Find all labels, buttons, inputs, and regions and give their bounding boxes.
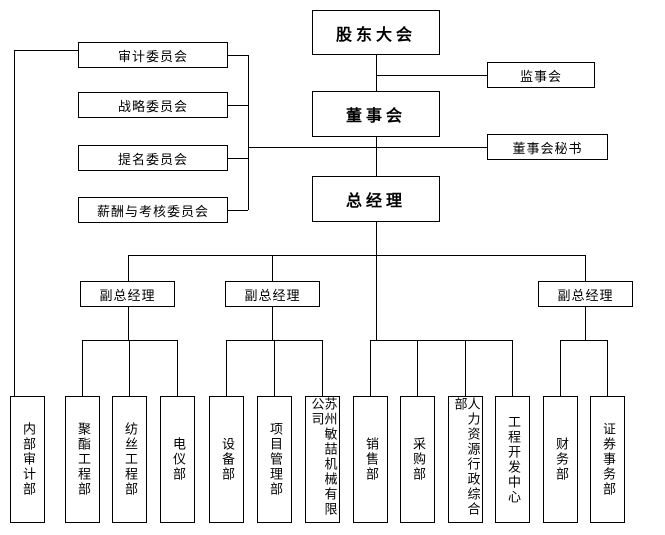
node-deputy-gm-middle: 副总经理 — [225, 281, 320, 307]
connector-line — [417, 340, 418, 396]
dept-label: 聚酯工程部 — [75, 422, 90, 497]
dept-label: 苏州敏喆机械有限公司 — [308, 397, 337, 517]
connector-line — [274, 340, 275, 396]
connector-line — [82, 340, 178, 341]
node-dept-internal-audit: 内部审计部 — [10, 396, 45, 523]
node-dept-project-management: 项目管理部 — [257, 396, 292, 523]
connector-line — [14, 50, 15, 396]
node-audit-committee: 审计委员会 — [78, 42, 228, 68]
connector-line — [128, 307, 129, 340]
connector-line — [585, 307, 586, 340]
node-dept-equipment: 设备部 — [209, 396, 244, 523]
dept-label: 证券事务部 — [600, 422, 615, 497]
connector-line — [248, 55, 249, 210]
connector-line — [128, 255, 129, 281]
node-nomination-committee: 提名委员会 — [78, 145, 228, 171]
node-dept-procurement: 采购部 — [400, 396, 435, 523]
connector-line — [560, 340, 561, 396]
connector-line — [177, 340, 178, 396]
dept-label: 采购部 — [410, 437, 425, 482]
node-dept-suzhou-minzhe-machinery: 苏州敏喆机械有限公司 — [305, 396, 340, 523]
connector-line — [376, 55, 377, 91]
connector-line — [228, 158, 248, 159]
dept-label: 内部审计部 — [20, 422, 35, 497]
connector-line — [272, 255, 273, 281]
node-board-secretary: 董事会秘书 — [487, 134, 608, 160]
node-deputy-gm-left: 副总经理 — [80, 281, 175, 307]
dept-label: 项目管理部 — [267, 422, 282, 497]
connector-line — [226, 340, 227, 396]
connector-line — [228, 210, 248, 211]
node-dept-securities-affairs: 证券事务部 — [590, 396, 625, 523]
dept-label: 人力资源行政综合部 — [451, 397, 480, 517]
connector-line — [228, 55, 248, 56]
dept-label: 设备部 — [219, 437, 234, 482]
connector-line — [512, 340, 513, 396]
node-remuneration-committee: 薪酬与考核委员会 — [78, 197, 228, 223]
dept-label: 财务部 — [553, 437, 568, 482]
node-dept-spinning-engineering: 纺丝工程部 — [112, 396, 147, 523]
node-dept-engineering-development: 工程开发中心 — [495, 396, 530, 523]
connector-line — [376, 75, 487, 76]
connector-line — [607, 340, 608, 396]
dept-label: 电仪部 — [170, 437, 185, 482]
connector-line — [370, 340, 371, 396]
dept-label: 销售部 — [363, 437, 378, 482]
node-dept-finance: 财务部 — [543, 396, 578, 523]
node-board-of-directors: 董事会 — [312, 91, 440, 137]
node-dept-polyester-engineering: 聚酯工程部 — [65, 396, 100, 523]
node-deputy-gm-right: 副总经理 — [538, 281, 633, 307]
connector-line — [248, 147, 487, 148]
connector-line — [82, 340, 83, 396]
node-dept-hr-admin: 人力资源行政综合部 — [448, 396, 483, 523]
connector-line — [14, 50, 78, 51]
connector-line — [272, 307, 273, 340]
connector-line — [128, 255, 586, 256]
connector-line — [129, 340, 130, 396]
node-general-manager: 总经理 — [312, 176, 440, 222]
node-strategy-committee: 战略委员会 — [78, 92, 228, 118]
connector-line — [228, 105, 248, 106]
dept-label: 工程开发中心 — [505, 414, 520, 505]
connector-line — [376, 137, 377, 176]
connector-line — [370, 340, 513, 341]
connector-line — [560, 340, 608, 341]
connector-line — [376, 222, 377, 340]
connector-line — [465, 340, 466, 396]
node-supervisory-board: 监事会 — [487, 62, 595, 88]
dept-label: 纺丝工程部 — [122, 422, 137, 497]
connector-line — [585, 255, 586, 281]
node-dept-sales: 销售部 — [353, 396, 388, 523]
node-dept-electrical-instrument: 电仪部 — [160, 396, 195, 523]
node-shareholders-meeting: 股东大会 — [312, 10, 440, 55]
connector-line — [322, 340, 323, 396]
